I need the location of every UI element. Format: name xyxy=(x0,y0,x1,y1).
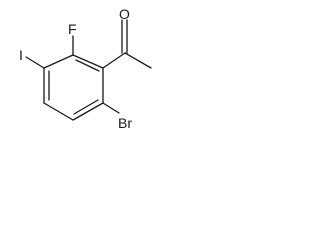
structure-diagram: F I O Br xyxy=(0,0,182,138)
bond-carbonyl-to-methyl xyxy=(124,52,152,69)
ring-bond-c1-c2 xyxy=(72,54,104,69)
bond-to-bromine xyxy=(102,102,120,114)
atom-label-iodine: I xyxy=(19,47,23,63)
bond-ring-to-carbonyl xyxy=(102,52,126,69)
molecule-svg: F I O Br xyxy=(19,6,152,131)
atom-label-fluorine: F xyxy=(68,21,77,37)
ring-bond-c3-c4 xyxy=(72,102,104,121)
atom-label-oxygen: O xyxy=(119,6,130,22)
ring-double-bond-inner-2 xyxy=(73,99,99,115)
ring-bond-c6-c1 xyxy=(43,54,74,69)
ring-bond-c4-c5 xyxy=(43,102,74,121)
atom-label-bromine: Br xyxy=(118,115,132,131)
bond-to-iodine xyxy=(25,56,45,69)
ring-double-bond-inner-1 xyxy=(75,59,100,72)
